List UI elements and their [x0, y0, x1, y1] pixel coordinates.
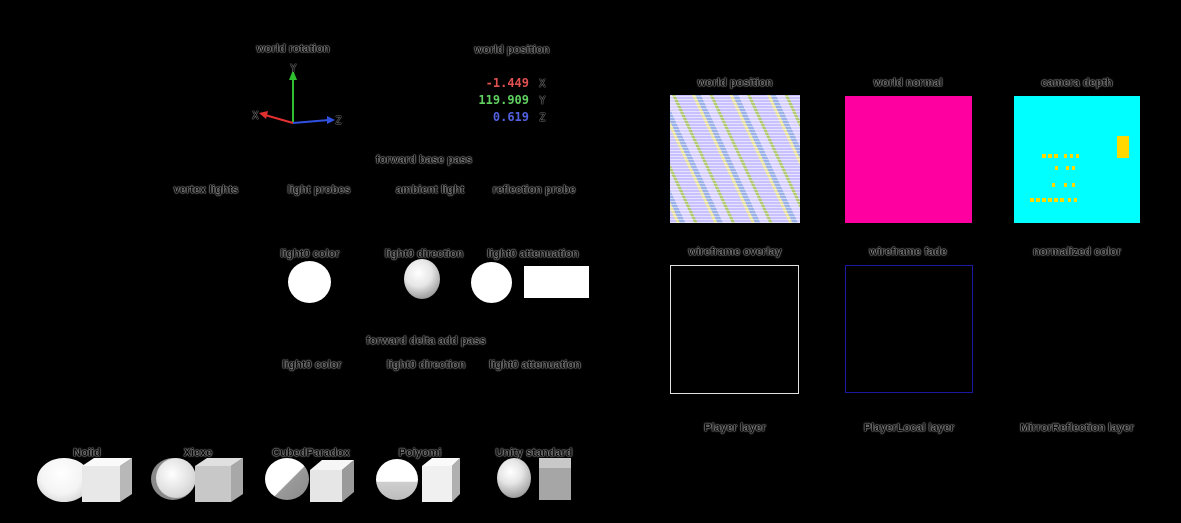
shader-cubedparadox-label: CubedParadox — [272, 447, 350, 459]
base-light0-attenuation-label: light0 attenuation — [487, 248, 579, 260]
panel-wireframe-overlay-title: wireframe overlay — [688, 246, 782, 258]
z-axis-arrow — [327, 116, 335, 124]
player-layer-label: Player layer — [704, 422, 766, 434]
unity-standard-sphere — [497, 458, 531, 498]
position-y-value: 119.909 — [478, 93, 529, 107]
delta-light0-color-label: light0 color — [282, 359, 342, 371]
cubedparadox-sphere — [265, 458, 309, 500]
world-normal-view — [845, 96, 972, 223]
noiid-cube — [82, 458, 132, 502]
wireframe-fade-view — [845, 265, 973, 393]
unity-standard-cube — [539, 458, 571, 500]
z-axis-line — [292, 119, 330, 124]
light0-attenuation-rect — [524, 266, 589, 298]
panel-wireframe-fade-title: wireframe fade — [869, 246, 947, 258]
poiyomi-sphere — [376, 459, 418, 500]
axis-x-label: X — [252, 109, 259, 122]
shader-xiexe-label: Xiexe — [183, 447, 213, 459]
shader-unity-standard-label: Unity standard — [495, 447, 573, 459]
x-axis-line — [264, 114, 294, 124]
x-axis-arrow — [259, 111, 268, 119]
light0-direction-sphere — [404, 259, 440, 299]
position-y-label: Y — [539, 94, 546, 107]
shader-poiyomi-label: Poiyomi — [398, 447, 442, 459]
shader-noiid-label: Noiid — [73, 447, 101, 459]
light0-color-swatch — [288, 261, 331, 303]
poiyomi-cube — [422, 458, 460, 502]
reflection-probe-label: reflection probe — [492, 184, 576, 196]
position-z-value: 0.619 — [492, 110, 529, 124]
position-x-value: -1.449 — [485, 76, 529, 90]
ambient-light-label: ambient light — [395, 184, 465, 196]
base-light0-direction-label: light0 direction — [384, 248, 464, 260]
light0-attenuation-sphere — [471, 262, 512, 303]
world-position-title: world position — [474, 44, 550, 56]
delta-light0-direction-label: light0 direction — [386, 359, 466, 371]
forward-base-title: forward base pass — [375, 154, 473, 166]
panel-world-normal-title: world normal — [873, 77, 943, 89]
panel-world-position-title: world position — [697, 77, 773, 89]
mirror-reflection-layer-label: MirrorReflection layer — [1020, 422, 1134, 434]
xiexe-sphere — [156, 458, 196, 498]
xiexe-cube — [195, 458, 243, 502]
forward-delta-title: forward delta add pass — [366, 335, 486, 347]
panel-camera-depth-title: camera depth — [1041, 77, 1113, 89]
delta-light0-attenuation-label: light0 attenuation — [489, 359, 581, 371]
axis-y-label: Y — [290, 62, 297, 75]
vertex-lights-label: vertex lights — [173, 184, 239, 196]
light-probes-label: light probes — [287, 184, 351, 196]
player-local-layer-label: PlayerLocal layer — [863, 422, 955, 434]
position-x-label: X — [539, 77, 546, 90]
camera-depth-marks — [1030, 136, 1129, 202]
world-rotation-title: world rotation — [256, 43, 330, 55]
cubedparadox-cube — [310, 460, 354, 502]
world-position-view — [670, 95, 800, 223]
y-axis-arrow — [289, 70, 297, 80]
position-z-label: Z — [539, 111, 546, 124]
normalized-color-view — [1014, 265, 1140, 392]
wireframe-overlay-view — [670, 265, 799, 394]
base-light0-color-label: light0 color — [280, 248, 340, 260]
rotation-gizmo — [259, 70, 335, 124]
panel-normalized-color-title: normalized color — [1032, 246, 1122, 258]
axis-z-label: Z — [335, 114, 342, 127]
camera-depth-view — [1014, 96, 1140, 223]
